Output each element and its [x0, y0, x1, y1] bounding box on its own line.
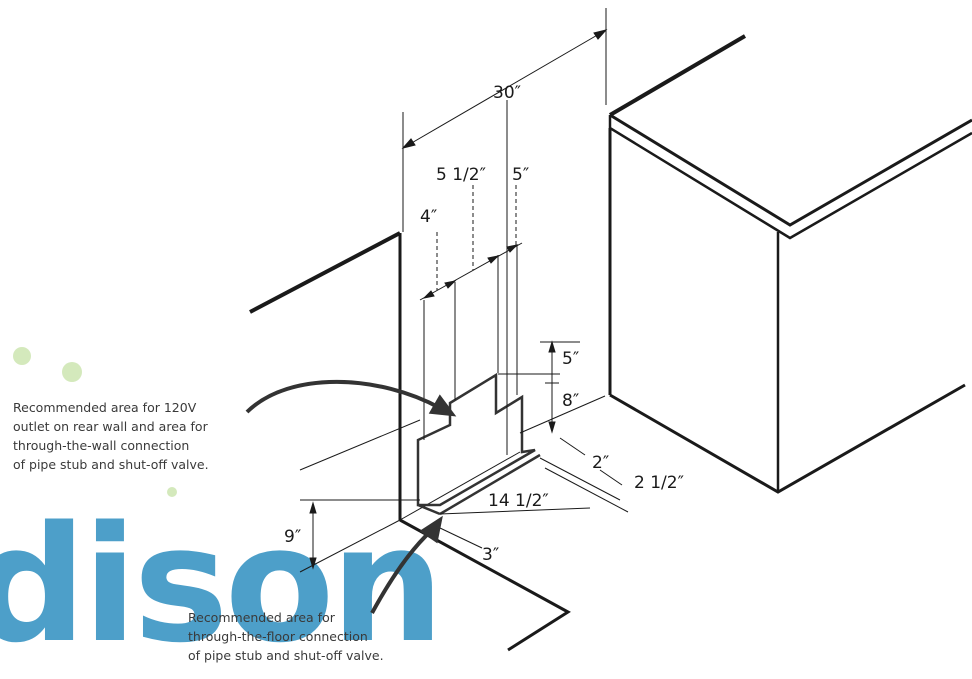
dim-label-14-1-2: 14 1/2″: [488, 491, 549, 511]
ext-line-floor-b: [539, 457, 621, 501]
dim-label-30: 30″: [493, 83, 521, 103]
dim-30-arrow-right: [593, 29, 608, 40]
dimension-labels: 30″ 5 1/2″ 5″ 4″ 5″ 8″ 2″ 2 1/2″ 14 1/2″…: [284, 83, 684, 565]
dim-14-1-2-line: [439, 507, 591, 515]
cabinet-back-edge: [608, 34, 747, 117]
watermark-text: dison: [0, 491, 440, 678]
watermark: dison: [0, 347, 444, 678]
dim-label-5-side: 5″: [562, 349, 579, 369]
floor-connection-note: Recommended area for through-the-floor c…: [188, 608, 384, 665]
watermark-dot: [62, 362, 82, 382]
dim-label-5-top: 5″: [512, 165, 529, 185]
floor-callout-arrowhead: [419, 515, 443, 544]
dim-30-arrow-left: [401, 138, 416, 149]
dim-30-line: [402, 29, 607, 149]
floor-callout-arrow: [370, 528, 434, 614]
ext-line-floor-c: [544, 467, 629, 513]
dim-5-8-arrow: [548, 421, 556, 434]
dim-label-8: 8″: [562, 391, 579, 411]
cabinet-top-front-edge: [609, 113, 972, 227]
note-line: Recommended area for: [188, 610, 335, 625]
note-line: through-the-wall connection: [13, 438, 190, 453]
dim-9-arrow: [309, 557, 317, 570]
dim-small-arrow: [422, 290, 435, 299]
dim-small-arrow: [506, 244, 519, 253]
watermark-dot: [167, 487, 177, 497]
floor-ext-diag: [299, 419, 421, 471]
floor-area-front: [417, 503, 441, 516]
wall-callout-arrow: [245, 379, 441, 414]
floor-area-base: [439, 453, 541, 516]
dim-label-4: 4″: [420, 207, 437, 227]
dim-5-8-arrow: [548, 340, 556, 353]
wall-connection-note: Recommended area for 120V outlet on rear…: [13, 398, 209, 474]
dim-label-5-1-2: 5 1/2″: [436, 165, 486, 185]
cabinet-top-lip: [608, 115, 972, 240]
wall-outline: [249, 231, 571, 652]
dim-small-arrow: [487, 255, 500, 264]
note-line: outlet on rear wall and area for: [13, 419, 208, 434]
floor-edge: [399, 518, 571, 652]
dim-small-arrow: [444, 280, 457, 289]
dim-label-2-1-2: 2 1/2″: [634, 473, 684, 493]
dim-small-line: [419, 242, 523, 301]
dimension-lines: [299, 8, 629, 573]
rear-wall-top-edge: [249, 231, 401, 314]
dim-label-2: 2″: [592, 453, 609, 473]
wall-area-outline: [416, 372, 536, 507]
recommended-area: [416, 372, 541, 516]
cabinet-bottom-edge: [609, 383, 966, 494]
dim-9-arrow: [309, 501, 317, 514]
dim-label-3: 3″: [482, 545, 499, 565]
note-line: of pipe stub and shut-off valve.: [188, 648, 384, 663]
dim-3-line: [439, 527, 483, 549]
wall-callout-arrowhead: [428, 394, 457, 417]
note-line: through-the-floor connection: [188, 629, 368, 644]
note-line: of pipe stub and shut-off valve.: [13, 457, 209, 472]
callout-arrows: [245, 379, 457, 614]
dim-2-1-2-line: [599, 469, 623, 486]
dim-2-line: [559, 437, 586, 456]
floor-rear-line: [399, 451, 521, 521]
note-line: Recommended area for 120V: [13, 400, 197, 415]
adjacent-cabinet: [608, 34, 972, 494]
watermark-dot: [13, 347, 31, 365]
dim-label-9: 9″: [284, 527, 301, 547]
ext-line-9-bottom: [299, 519, 401, 573]
ext-line-floor-a: [519, 395, 606, 434]
